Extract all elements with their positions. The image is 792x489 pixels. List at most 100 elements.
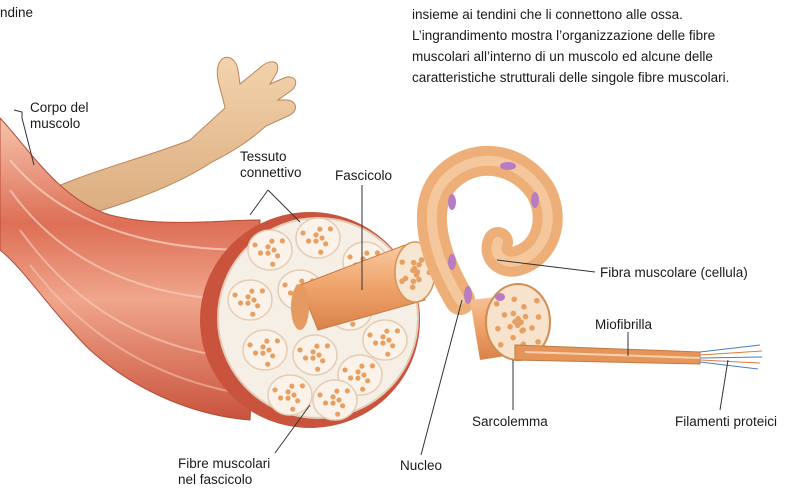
fiber-dot (340, 403, 345, 408)
fiber-dot (271, 247, 276, 252)
myofibril-dot (507, 324, 513, 330)
fiber-dot (316, 352, 321, 357)
label-line: muscolo (30, 116, 89, 132)
fiber-dot (319, 235, 324, 240)
myofibril-dot (534, 298, 540, 304)
fiber-dot (410, 284, 416, 290)
fiber-dot (252, 242, 257, 247)
caption-line: muscolari all’interno di un muscolo ed a… (412, 46, 792, 67)
fiber-dot (265, 244, 270, 249)
label-fascicle: Fascicolo (335, 168, 392, 184)
fiber-dot (323, 241, 328, 246)
fiber-dot (280, 238, 285, 243)
fiber-dot (334, 389, 339, 394)
fiber-dot (264, 339, 269, 344)
fiber-dot (350, 322, 355, 327)
fiber-dot (282, 282, 287, 287)
fiber-dot (313, 239, 318, 244)
myofibril-dot (518, 320, 524, 326)
fascicle-cell (293, 335, 337, 375)
label-muscle-body: Corpo del muscolo (30, 100, 89, 132)
caption-line: insieme ai tendini che li connettono all… (412, 4, 792, 25)
fiber-dot (299, 279, 304, 284)
fiber-dot (314, 344, 319, 349)
fiber-dot (245, 294, 250, 299)
fascicle-cell (313, 380, 357, 420)
fiber-dot (260, 288, 265, 293)
fiber-dot (260, 351, 265, 356)
figure-caption: insieme ai tendini che li connettono all… (412, 4, 792, 88)
fiber-dot (403, 276, 409, 282)
fascicle-cell (268, 375, 312, 415)
fiber-dot (318, 250, 323, 255)
myofibril-dot (511, 296, 517, 302)
myofibril-dot (519, 328, 525, 334)
fiber-dot (310, 356, 315, 361)
fascicle-cell (243, 330, 287, 370)
fiber-dot (373, 340, 378, 345)
fiber-dot (320, 358, 325, 363)
fiber-dot (306, 238, 311, 243)
fiber-dot (419, 257, 425, 263)
fiber-dot (317, 392, 322, 397)
label-sarcolemma: Sarcolemma (472, 414, 548, 430)
myofibril-dot (511, 311, 517, 317)
fiber-dot (345, 388, 350, 393)
fiber-dot (399, 259, 405, 265)
fiber-dot (384, 329, 389, 334)
fiber-dot (303, 355, 308, 360)
label-muscle-fiber: Fibra muscolare (cellula) (600, 265, 748, 281)
fascicle-cell (296, 218, 340, 258)
fiber-dot (258, 250, 263, 255)
label-fibers-in-fascicle: Fibre muscolari nel fascicolo (178, 456, 270, 488)
label-line: nel fascicolo (178, 472, 270, 488)
fiber-dot (416, 262, 422, 268)
fiber-dot (300, 230, 305, 235)
fiber-dot (291, 392, 296, 397)
protein-filaments (700, 345, 762, 369)
fiber-dot (317, 227, 322, 232)
fiber-dot (364, 251, 369, 256)
myofibril-dot (510, 335, 516, 341)
label-line: connettivo (240, 165, 302, 181)
fiber-dot (295, 398, 300, 403)
fiber-dot (272, 387, 277, 392)
caption-line: caratteristiche strutturali delle singol… (412, 67, 792, 88)
fiber-dot (336, 397, 341, 402)
fiber-dot (411, 279, 417, 285)
myofibril-dot (498, 342, 504, 348)
fiber-dot (270, 353, 275, 358)
myofibril-dot (535, 339, 541, 345)
myofibril (515, 345, 762, 369)
muscle-fiber (432, 161, 550, 360)
fiber-dot (395, 328, 400, 333)
fiber-dot (269, 239, 274, 244)
fiber-dot (260, 344, 265, 349)
label-protein-filaments: Filamenti proteici (675, 414, 777, 430)
fiber-dot (390, 343, 395, 348)
fiber-dot (250, 312, 255, 317)
fiber-dot (265, 362, 270, 367)
fiber-dot (386, 337, 391, 342)
caption-line: L’ingrandimento mostra l’organizzazione … (412, 25, 792, 46)
fiber-dot (380, 334, 385, 339)
fiber-dot (289, 384, 294, 389)
fiber-dot (355, 376, 360, 381)
fiber-dot (247, 342, 252, 347)
fiber-dot (365, 378, 370, 383)
myofibril-dot (536, 314, 542, 320)
myofibril-dot (495, 326, 501, 332)
fiber-dot (360, 387, 365, 392)
fiber-dot (266, 347, 271, 352)
myofibril-dot (523, 314, 529, 320)
fascicle-cell (363, 320, 407, 360)
fiber-dot (249, 289, 254, 294)
fiber-dot (285, 396, 290, 401)
fiber-dot (232, 292, 237, 297)
fiber-dot (367, 332, 372, 337)
fiber-dot (361, 372, 366, 377)
label-myofibril: Miofibrilla (595, 317, 652, 333)
myofibril-dot (529, 325, 535, 331)
label-line: Tessuto (240, 149, 302, 165)
fiber-dot (328, 226, 333, 231)
